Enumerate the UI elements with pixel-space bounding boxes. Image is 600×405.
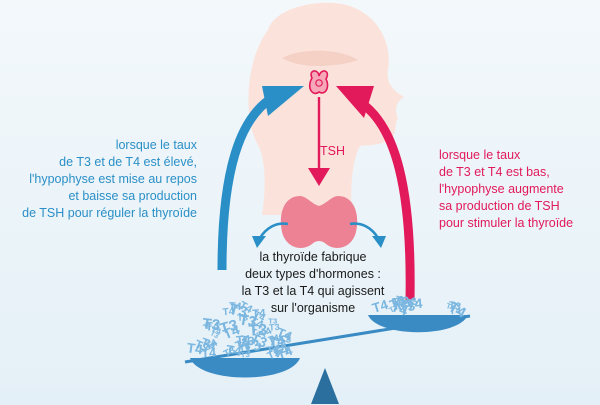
hormone-token: T3 <box>192 337 211 356</box>
left-line: l'hypophyse est mise au repos <box>29 172 197 186</box>
thyroid-left-arrowhead <box>252 236 266 248</box>
hormone-token: T3 <box>201 315 220 334</box>
center-line: deux types d'hormones : <box>245 267 381 281</box>
right-line: pour stimuler la thyroïde <box>439 216 574 230</box>
hormone-token: T3 <box>209 328 221 340</box>
hormone-token: T3 <box>234 336 251 353</box>
hormone-token: T4 <box>392 296 405 308</box>
hormone-token: T4 <box>186 340 204 357</box>
hormone-token: T4 <box>449 306 461 317</box>
hormone-token: T4 <box>258 325 274 340</box>
head-shadow <box>282 50 358 66</box>
hormone-token: T3 <box>276 338 286 348</box>
hormone-token: T3 <box>240 336 264 359</box>
hormone-token: T3 <box>228 301 249 322</box>
hormone-token: T3 <box>237 312 248 323</box>
hormone-token: T3 <box>392 294 411 312</box>
hormone-token: T4 <box>270 341 292 362</box>
red-feedback-arrowhead <box>336 86 374 118</box>
hormone-token: T4 <box>269 334 285 349</box>
center-explanation: la thyroïde fabrique deux types d'hormon… <box>218 249 408 317</box>
hormone-token: T4 <box>221 321 242 342</box>
hormone-token: T4 <box>236 332 252 347</box>
hormone-token: T4 <box>205 319 220 333</box>
hormone-token: T3 <box>266 346 283 362</box>
hormone-token: T3 <box>278 330 293 345</box>
hormone-token: T4 <box>201 346 216 360</box>
blue-feedback-arrow <box>217 94 275 271</box>
right-line: de T3 et T4 est bas, <box>439 165 550 179</box>
thyroid-right-arrow <box>349 222 380 239</box>
center-line: la T3 et la T4 qui agissent <box>241 284 385 298</box>
right-line: sa production de TSH <box>439 199 560 213</box>
right-line: l'hypophyse augmente <box>439 182 564 196</box>
hormone-token: T4 <box>370 297 390 316</box>
hormone-token: T3 <box>239 333 255 349</box>
right-explanation: lorsque le taux de T3 et T4 est bas, l'h… <box>439 147 573 232</box>
hormone-token: T3 <box>448 300 462 314</box>
left-line: de T3 et de T4 est élevé, <box>59 155 197 169</box>
hormone-token: T4 <box>250 326 262 338</box>
pituitary-gland-icon <box>308 70 329 95</box>
hormone-token: T3 <box>222 345 238 360</box>
hormone-token: T4 <box>267 331 281 345</box>
hormone-token: T4 <box>252 308 267 321</box>
hormone-token: T3 <box>238 311 258 331</box>
left-explanation: lorsque le taux de T3 et de T4 est élevé… <box>22 137 197 222</box>
tsh-arrow <box>308 97 330 186</box>
hormone-token: T3 <box>248 330 269 351</box>
hormone-token: T3 <box>240 350 251 360</box>
tsh-label: TSH <box>320 144 345 158</box>
hormone-token: T3 <box>391 293 414 316</box>
hormone-token: T4 <box>237 299 255 316</box>
center-line: la thyroïde fabrique <box>259 250 367 264</box>
balance-scale-icon <box>184 314 471 404</box>
hormone-token: T4 <box>203 337 220 353</box>
hormone-token: T4 <box>389 299 410 320</box>
hormone-token: T3 <box>267 333 286 352</box>
thyroid-right-arrowhead <box>372 236 386 248</box>
hormone-token: T3 <box>398 298 417 316</box>
hormone-token: T4 <box>275 324 295 344</box>
hormone-token: T4 <box>199 335 218 353</box>
left-line: de TSH pour réguler la thyroïde <box>22 206 197 220</box>
hormone-token: T4 <box>445 301 457 313</box>
hormone-token: T4 <box>229 301 242 314</box>
hormone-token: T3 <box>237 341 252 355</box>
hormone-token: T3 <box>269 322 280 333</box>
hormone-token: T4 <box>225 342 243 359</box>
blue-feedback-arrowhead <box>262 86 304 116</box>
hormone-token: T3 <box>387 303 399 315</box>
center-line: sur l'organisme <box>270 301 356 315</box>
red-feedback-arrow <box>357 98 415 301</box>
hormone-token: T3 <box>248 322 268 340</box>
hormone-token: T4 <box>406 296 423 312</box>
thyroid-gland-icon <box>280 196 358 248</box>
hormone-token: T4 <box>222 306 235 318</box>
hormone-token: T4 <box>275 343 295 363</box>
hormone-token: T3 <box>202 320 214 332</box>
left-line: lorsque le taux <box>115 138 197 152</box>
right-line: lorsque le taux <box>439 148 521 162</box>
hormone-token: T4 <box>247 314 266 333</box>
hormone-token: T3 <box>268 317 277 326</box>
hormone-token: T4 <box>445 300 469 323</box>
left-line: et baisse sa production <box>68 189 197 203</box>
hormone-token: T4 <box>210 324 222 336</box>
thyroid-left-arrow <box>258 222 289 239</box>
hormone-token: T3 <box>403 295 419 311</box>
hormone-token: T3 <box>279 334 292 345</box>
hormone-token: T3 <box>218 317 240 338</box>
hormone-token: T3 <box>266 345 280 358</box>
hormone-token: T4 <box>239 340 251 351</box>
hormone-token: T4 <box>206 340 216 350</box>
hormone-token: T3 <box>387 292 408 312</box>
